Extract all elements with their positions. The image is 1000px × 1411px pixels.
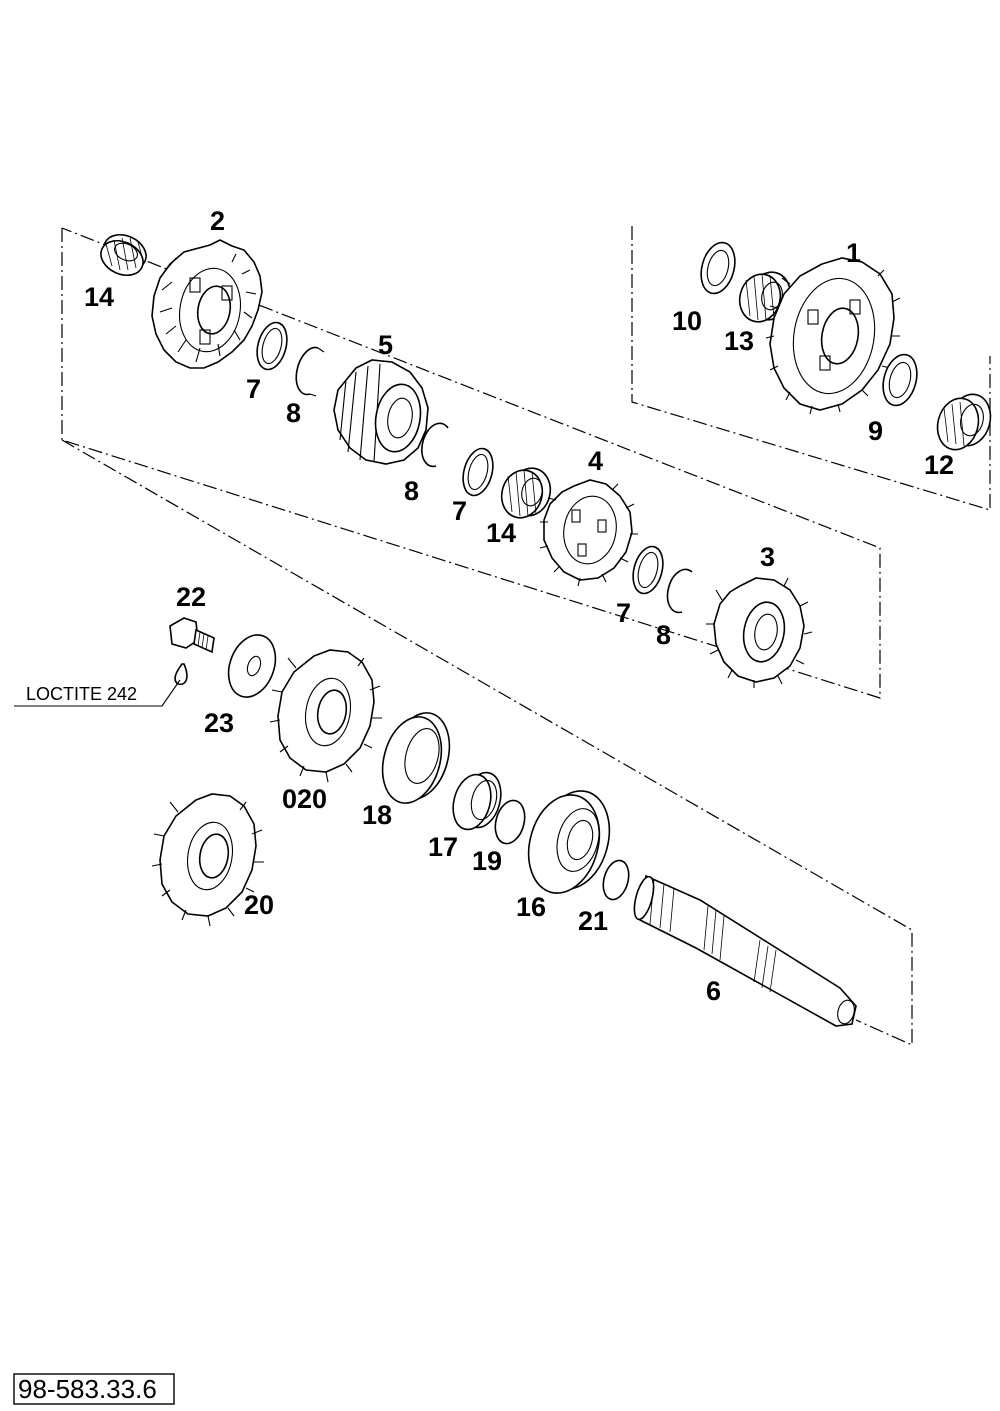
spacer-17 <box>452 771 502 831</box>
assembly-outline-right <box>631 226 991 511</box>
o-ring-21 <box>602 859 630 901</box>
washer-23 <box>227 634 277 698</box>
gear-2 <box>151 239 263 369</box>
callout-020: 020 <box>282 784 327 814</box>
loctite-leader-line <box>14 679 181 707</box>
callout-16: 16 <box>516 892 546 922</box>
main-shaft-6 <box>633 874 857 1027</box>
reference-number: 98-583.33.6 <box>18 1374 157 1404</box>
ball-bearing-16 <box>527 790 611 894</box>
gear-4 <box>539 479 638 587</box>
thrust-washer-7-b <box>462 447 494 497</box>
callout-5: 5 <box>378 330 393 360</box>
sprocket-020 <box>269 649 382 783</box>
callout-19: 19 <box>472 846 502 876</box>
shim-9 <box>882 353 918 407</box>
shaft-axis-line <box>61 439 913 1046</box>
callout-2: 2 <box>210 206 225 236</box>
shim-10 <box>700 241 736 295</box>
shaft-seal-18 <box>381 712 451 804</box>
gear-1 <box>765 257 901 415</box>
circlip-8-a <box>295 346 325 397</box>
callout-7-a: 7 <box>246 374 261 404</box>
callout-10: 10 <box>672 306 702 336</box>
callout-22: 22 <box>176 582 206 612</box>
circlip-8-c <box>666 568 693 614</box>
bearing-12 <box>936 393 992 451</box>
callout-6: 6 <box>706 976 721 1006</box>
loctite-drop-icon <box>174 663 188 686</box>
callout-14-top: 14 <box>84 282 114 312</box>
callout-3: 3 <box>760 542 775 572</box>
bolt-22 <box>169 617 215 654</box>
assembly-outline-main <box>61 227 881 699</box>
thrust-washer-7-a <box>256 321 288 371</box>
callout-7-b: 7 <box>452 496 467 526</box>
gear-3 <box>706 577 813 688</box>
callout-20: 20 <box>244 890 274 920</box>
callout-8-a: 8 <box>286 398 301 428</box>
callout-7-c: 7 <box>616 598 631 628</box>
sprocket-20 <box>151 793 264 927</box>
callout-8-c: 8 <box>656 620 671 650</box>
callout-12: 12 <box>924 450 954 480</box>
callout-1: 1 <box>846 238 861 268</box>
callout-8-b: 8 <box>404 476 419 506</box>
callout-13: 13 <box>724 326 754 356</box>
callout-4: 4 <box>588 446 603 476</box>
circlip-8-b <box>421 422 449 468</box>
reference-number-box: 98-583.33.6 <box>13 1373 175 1405</box>
thrust-washer-7-c <box>632 545 664 595</box>
callout-9: 9 <box>868 416 883 446</box>
callout-23: 23 <box>204 708 234 738</box>
needle-bearing-14-middle <box>500 467 552 519</box>
loctite-note: LOCTITE 242 <box>26 684 137 704</box>
callout-21: 21 <box>578 906 608 936</box>
o-ring-19 <box>494 799 526 845</box>
callout-14-middle: 14 <box>486 518 516 548</box>
gear-5 <box>333 359 429 465</box>
needle-bearing-14-top <box>100 233 147 277</box>
callout-17: 17 <box>428 832 458 862</box>
callout-18: 18 <box>362 800 392 830</box>
